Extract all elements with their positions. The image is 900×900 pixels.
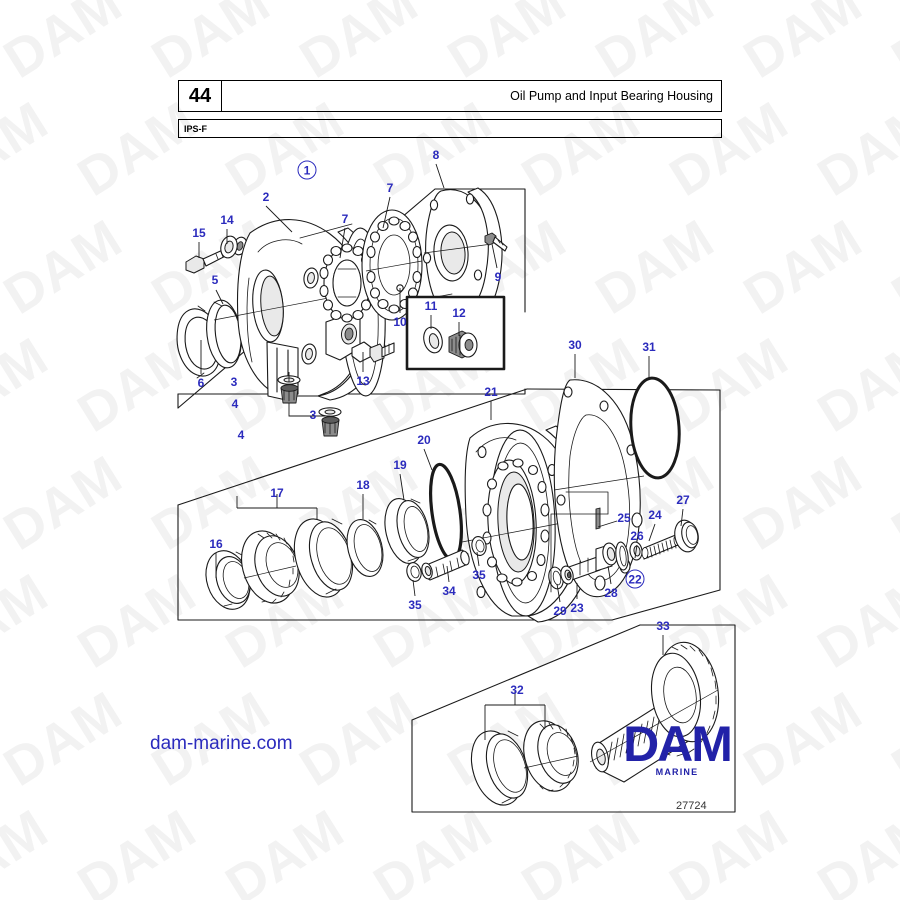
part-13-valve-fitting <box>351 341 395 363</box>
part-11-o-ring <box>423 326 443 354</box>
part-8-pump-cover <box>422 187 503 327</box>
inset-box-11-12 <box>405 295 506 371</box>
part-4b-plug <box>321 416 340 437</box>
leader-line-l2 <box>265 205 293 233</box>
leader-line-l28 <box>607 565 612 585</box>
part-32-bearing-cup <box>470 730 529 806</box>
drawing-number: 27724 <box>676 800 707 812</box>
part-19-bearing-cup <box>384 498 430 564</box>
part-32-bearing-cone <box>523 720 579 792</box>
part-35a-o-ring <box>406 562 422 582</box>
part-25-pin <box>595 507 601 530</box>
leader-line-l19 <box>399 473 405 501</box>
part-17-taper-roller-bearing <box>241 530 300 604</box>
part-17-bearing-cup <box>293 518 354 598</box>
header-title-row: 44 Oil Pump and Input Bearing Housing <box>178 80 722 112</box>
part-27-seal-ring <box>674 519 699 553</box>
section-number: 44 <box>179 81 222 111</box>
bracket-b32 <box>484 691 546 740</box>
leader-lines <box>198 163 684 655</box>
diagram-header: 44 Oil Pump and Input Bearing Housing IP… <box>178 80 722 138</box>
leader-line-l25 <box>597 520 618 528</box>
part-9-screw <box>484 232 508 252</box>
part-34-sleeve <box>421 549 470 581</box>
leader-line-l35a <box>412 579 416 597</box>
bracket-b17 <box>236 494 318 520</box>
dam-logo-subtext: MARINE <box>655 767 699 777</box>
part-3b-washer <box>318 407 342 417</box>
part-20-o-ring <box>429 462 463 562</box>
leader-line-l27 <box>680 508 684 527</box>
site-url-watermark: dam-marine.com <box>150 733 293 754</box>
part-16-spacer-ring <box>205 550 251 610</box>
part-35b-o-ring <box>471 536 487 556</box>
leader-line-l35b <box>476 551 480 567</box>
leader-line-l26 <box>634 544 638 559</box>
part-28-o-ring <box>615 541 629 571</box>
leader-line-l29 <box>556 583 561 603</box>
part-23-valve-piston <box>560 542 618 585</box>
part-31-o-ring <box>629 376 681 480</box>
dam-marine-logo: DAM MARINE <box>604 716 750 777</box>
leader-line-l5 <box>215 289 224 305</box>
panel-frames <box>177 188 736 813</box>
dam-logo-text: DAM <box>623 716 733 772</box>
leader-line-l7a <box>339 227 346 259</box>
leader-line-l9 <box>491 243 498 269</box>
part-4a-plug <box>280 384 299 404</box>
part-24-valve-spring <box>641 533 681 560</box>
leader-line-l8 <box>435 163 445 189</box>
leader-line-l20 <box>423 448 433 471</box>
part-7b-outer-rotor <box>361 209 423 321</box>
part-33-input-shaft <box>589 641 720 783</box>
part-12-plug <box>448 330 478 359</box>
group-brackets <box>236 494 546 740</box>
part-18-shim <box>346 519 384 577</box>
leader-line-l24 <box>648 523 656 542</box>
page-title: Oil Pump and Input Bearing Housing <box>510 89 713 103</box>
model-row: IPS-F <box>178 119 722 138</box>
leader-line-l7b <box>382 196 391 229</box>
leader-line-l34 <box>446 565 450 583</box>
